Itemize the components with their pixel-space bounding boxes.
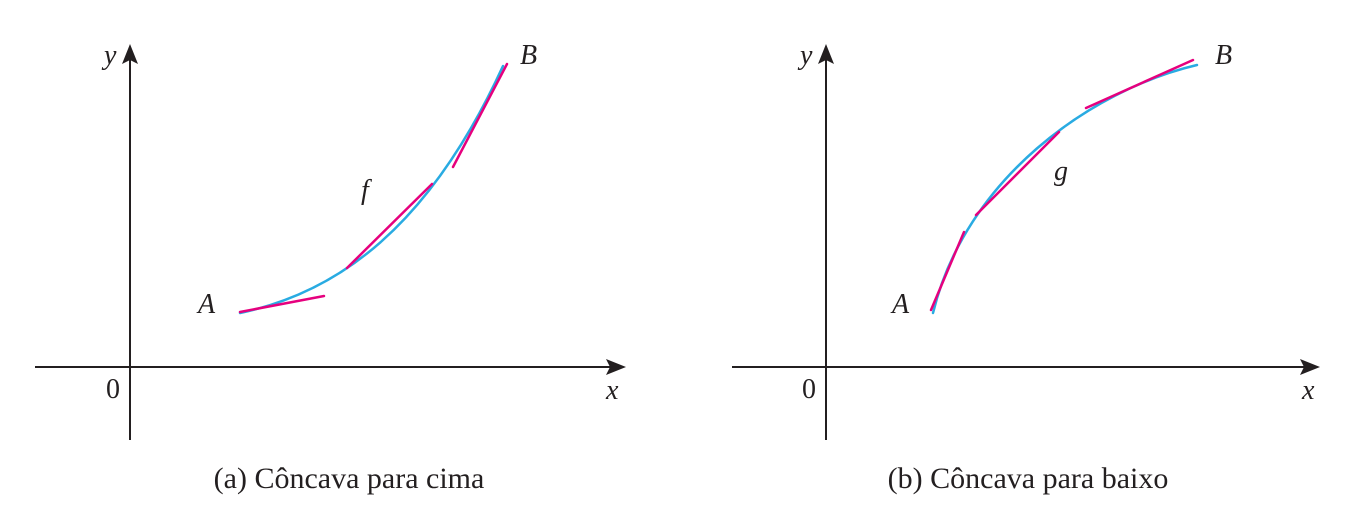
panel-b-curve-g [931,63,1199,315]
panel-b-y-axis-arrow-icon [818,44,834,64]
panel-a-y-axis-arrow-icon [122,44,138,64]
panel-a-function-label: f [361,175,372,206]
panel-b: y x 0 A B g (b) Côncava para baixo [732,40,1320,495]
panel-b-function-label: g [1054,156,1068,187]
panel-a-tangent-1 [238,294,326,314]
panel-a-point-b-label: B [520,40,537,71]
panel-a: y x 0 A B f (a) Côncava para cima [35,40,626,495]
panel-b-tangent-3 [1084,58,1195,110]
panel-b-point-a-label: A [890,289,910,320]
panel-a-x-axis-label: x [605,375,619,406]
panel-b-x-axis-arrow-icon [1300,359,1320,375]
panel-a-tangent-2 [345,182,434,270]
panel-a-y-axis-label: y [101,40,117,71]
panel-a-caption: (a) Côncava para cima [214,462,485,495]
panel-a-point-a-label: A [196,289,216,320]
panel-a-x-axis-arrow-icon [606,359,626,375]
panel-a-origin-label: 0 [106,374,120,405]
panel-b-origin-label: 0 [802,374,816,405]
panel-b-caption: (b) Côncava para baixo [888,462,1169,495]
panel-b-tangent-2 [974,130,1061,217]
panel-a-curve-f [238,64,505,315]
panel-b-y-axis-label: y [797,40,813,71]
panel-b-point-b-label: B [1215,40,1232,71]
panel-b-tangent-1 [929,230,966,312]
panel-b-x-axis-label: x [1301,375,1315,406]
panel-a-tangent-3 [451,62,509,169]
